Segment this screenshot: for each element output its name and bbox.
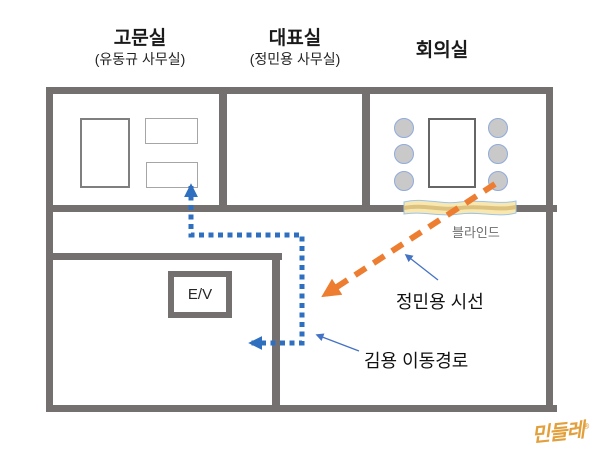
blinds-label: 블라인드 xyxy=(452,225,500,240)
elevator-box: E/V xyxy=(168,271,232,318)
meeting-chair xyxy=(488,118,508,138)
watermark-text: 민들레 xyxy=(530,419,585,447)
wall-outer-right xyxy=(546,87,553,412)
advisor-shelf-bottom xyxy=(146,162,198,188)
gaze-annotation-arrow xyxy=(404,254,439,281)
wall-lower-room-right xyxy=(272,253,280,412)
meeting-chair xyxy=(394,118,414,138)
room-title-ceo: 대표실 xyxy=(268,28,322,49)
path-annotation-arrow xyxy=(315,333,360,352)
meeting-chair xyxy=(488,171,508,191)
wall-divider-ceo-meeting xyxy=(362,87,370,212)
room-title-meeting: 회의실 xyxy=(415,40,469,61)
room-subtitle-advisor: (유동규 사무실) xyxy=(94,51,186,67)
meeting-table xyxy=(428,118,476,188)
wall-outer-bottom xyxy=(46,405,557,412)
watermark-logo: 민들레® xyxy=(523,412,598,448)
path-label: 김용 이동경로 xyxy=(364,351,469,371)
advisor-desk xyxy=(80,118,130,188)
room-label-meeting: 회의실 xyxy=(362,40,522,62)
meeting-chair xyxy=(394,144,414,164)
meeting-chair xyxy=(394,171,414,191)
elevator-label: E/V xyxy=(187,286,213,303)
wall-corridor-top xyxy=(46,205,557,212)
meeting-chair xyxy=(488,144,508,164)
wall-divider-advisor-ceo xyxy=(219,87,227,212)
wall-outer-left xyxy=(46,87,53,412)
room-subtitle-ceo: (정민용 사무실) xyxy=(249,51,341,67)
gaze-label: 정민용 시선 xyxy=(396,292,484,312)
room-label-advisor: 고문실 (유동규 사무실) xyxy=(60,28,220,68)
wall-outer-top xyxy=(46,87,553,94)
wall-lower-room-top xyxy=(46,253,282,260)
advisor-shelf-top xyxy=(145,118,198,144)
room-title-advisor: 고문실 xyxy=(113,28,167,49)
watermark-registered-mark: ® xyxy=(582,421,589,431)
room-label-ceo: 대표실 (정민용 사무실) xyxy=(215,28,375,68)
